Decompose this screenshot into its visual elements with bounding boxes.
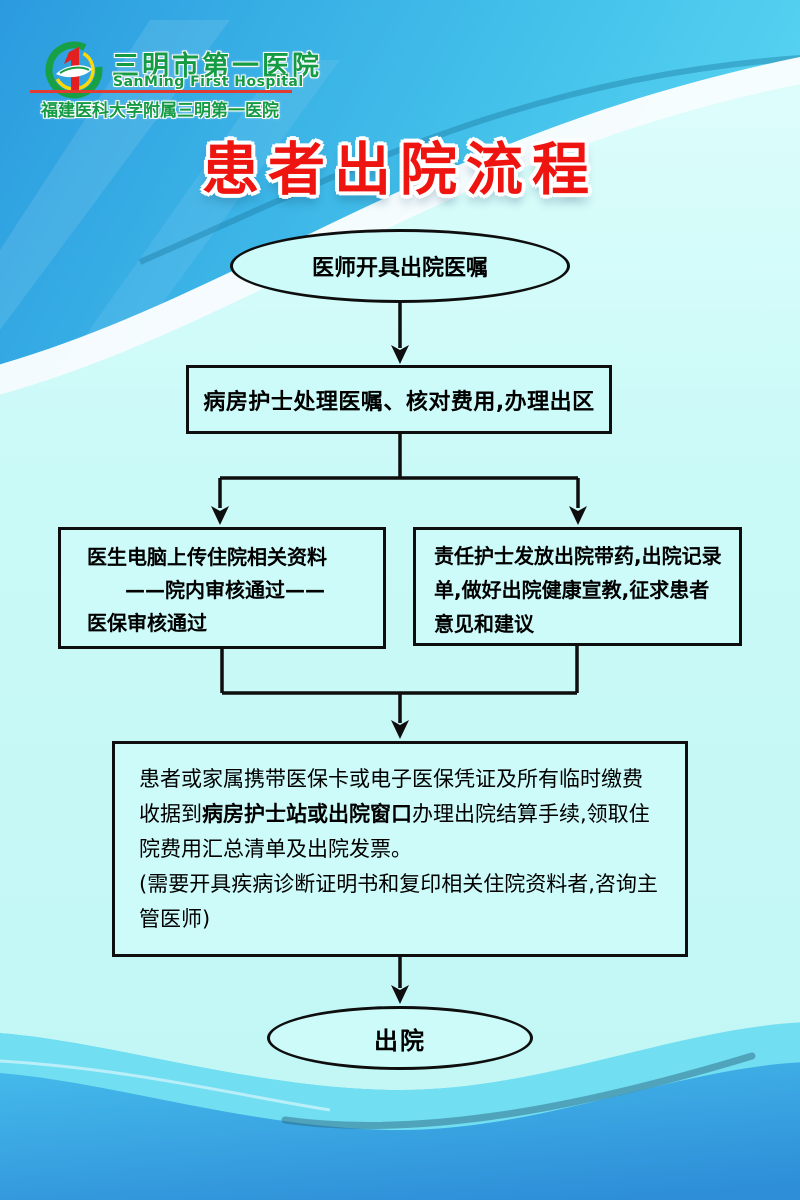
upload-line-3: 医保审核通过 — [87, 611, 207, 635]
settlement-text-pre: 患者或家属携带医保卡或电子医保凭证及所有临时缴费收据到 — [139, 767, 643, 826]
arrowhead-down-icon — [391, 720, 409, 739]
arrowhead-down-icon — [211, 506, 229, 525]
flow-end-label: 出院 — [374, 1026, 426, 1055]
flow-start-label: 医师开具出院医嘱 — [311, 256, 488, 281]
page-title: 患者出院流程 — [202, 137, 598, 203]
arrowhead-down-icon — [391, 985, 409, 1004]
flow-ward-nurse-label: 病房护士处理医嘱、核对费用,办理出区 — [203, 389, 595, 415]
flow-duty-nurse-box: 责任护士发放出院带药,出院记录单,做好出院健康宣教,征求患者意见和建议 — [413, 527, 742, 646]
flow-duty-nurse-label: 责任护士发放出院带药,出院记录单,做好出院健康宣教,征求患者意见和建议 — [434, 544, 722, 636]
branch-lines — [218, 434, 580, 508]
settlement-note: (需要开具疾病诊断证明书和复印相关住院资料者,咨询主管医师) — [139, 872, 658, 931]
dark-wave-sliver-bottom — [281, 1052, 756, 1129]
hospital-name-cn: 三明市第一医院 — [112, 51, 322, 82]
arrowhead-down-icon — [391, 345, 409, 364]
merge-lines — [220, 646, 579, 723]
flow-ward-nurse-box: 病房护士处理医嘱、核对费用,办理出区 — [186, 365, 612, 434]
flow-settlement-box: 患者或家属携带医保卡或电子医保凭证及所有临时缴费收据到病房护士站或出院窗口办理出… — [112, 741, 688, 957]
arrowhead-down-icon — [569, 506, 587, 525]
flow-upload-review-box: 医生电脑上传住院相关资料 ——院内审核通过—— 医保审核通过 — [58, 527, 386, 649]
hospital-name-en: SanMing First Hospital — [113, 74, 304, 90]
settlement-text-post: 办理出院结算手续,领取住院费用汇总清单及出院发票。 — [139, 802, 650, 861]
upload-line-1: 医生电脑上传住院相关资料 — [87, 545, 327, 569]
red-divider-line — [30, 90, 292, 93]
flow-start-ellipse: 医师开具出院医嘱 — [230, 229, 570, 303]
white-streak-bottom — [0, 1059, 331, 1112]
cyan-wave-band — [0, 1022, 800, 1130]
settlement-paragraph: 患者或家属携带医保卡或电子医保凭证及所有临时缴费收据到病房护士站或出院窗口办理出… — [139, 762, 663, 867]
bottom-blue-band — [0, 1062, 800, 1200]
light-streak — [0, 20, 230, 330]
flow-end-ellipse: 出院 — [267, 1006, 533, 1070]
upload-line-2: ——院内审核通过—— — [125, 578, 325, 602]
hospital-affiliation: 福建医科大学附属三明第一医院 — [41, 101, 279, 121]
settlement-text-bold: 病房护士站或出院窗口 — [202, 802, 412, 826]
dark-wave-sliver — [138, 55, 800, 265]
